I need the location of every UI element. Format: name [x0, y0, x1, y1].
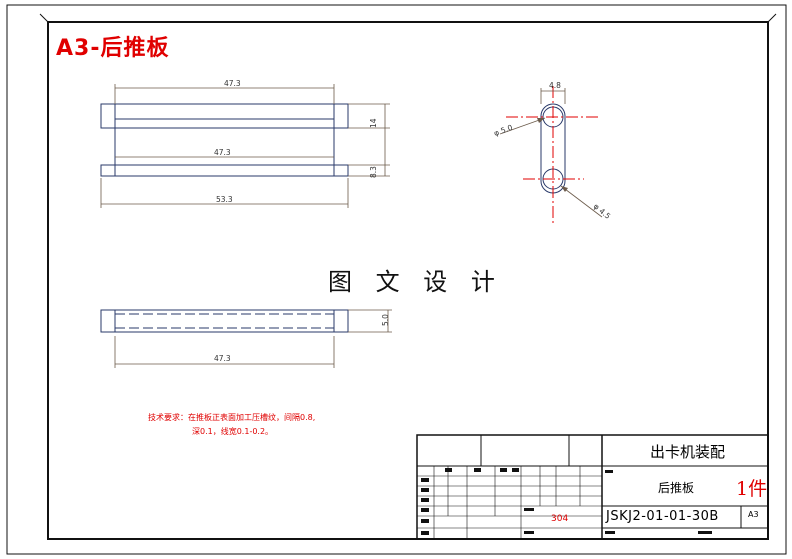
title-block-small-labels [421, 468, 712, 535]
dim-height-14: 14 [369, 118, 378, 128]
top-view [100, 309, 349, 333]
requirements-line-1: 技术要求：在推板正表面加工压槽纹，间隔0.8, [148, 413, 316, 422]
technical-requirements: 技术要求：在推板正表面加工压槽纹，间隔0.8, 深0.1，线宽0.1-0.2。 [148, 411, 315, 439]
inner-frame [47, 21, 769, 540]
dim-side-width: 47.3 [214, 354, 231, 363]
front-view-dimensions [100, 84, 390, 208]
dim-side-thickness: 5.0 [381, 314, 390, 326]
dim-overall-width: 53.3 [216, 195, 233, 204]
slot-view [499, 86, 603, 226]
title-block [416, 434, 769, 540]
outer-frame [6, 4, 787, 555]
sheet-size: A3 [748, 510, 759, 519]
top-view-outline [100, 309, 349, 333]
top-view-dimensions [114, 309, 392, 368]
front-view-bottom-rail [100, 164, 349, 177]
dim-height-83: 8.3 [369, 166, 378, 178]
dim-hole-top-dia: φ 5.0 [493, 123, 514, 138]
sheet-label: A3-后推板 [56, 36, 170, 61]
part-name: 后推板 [658, 481, 695, 495]
dim-mid-width: 47.3 [214, 148, 231, 157]
quantity: 1件 [736, 478, 768, 500]
assembly-name: 出卡机装配 [650, 443, 726, 461]
material: 304 [551, 514, 569, 524]
requirements-line-2: 深0.1，线宽0.1-0.2。 [192, 427, 274, 436]
dim-hole-width: 4.8 [549, 81, 561, 90]
front-view [100, 103, 349, 177]
front-view-top-rail [100, 103, 349, 129]
corner-mark [39, 13, 49, 23]
drawing-number: JSKJ2-01-01-30B [606, 509, 719, 524]
front-view-top-body [114, 103, 335, 129]
watermark: 图 文 设 计 [328, 268, 503, 296]
dim-top-width: 47.3 [224, 79, 241, 88]
corner-mark [767, 13, 777, 23]
top-view-body [114, 309, 335, 333]
